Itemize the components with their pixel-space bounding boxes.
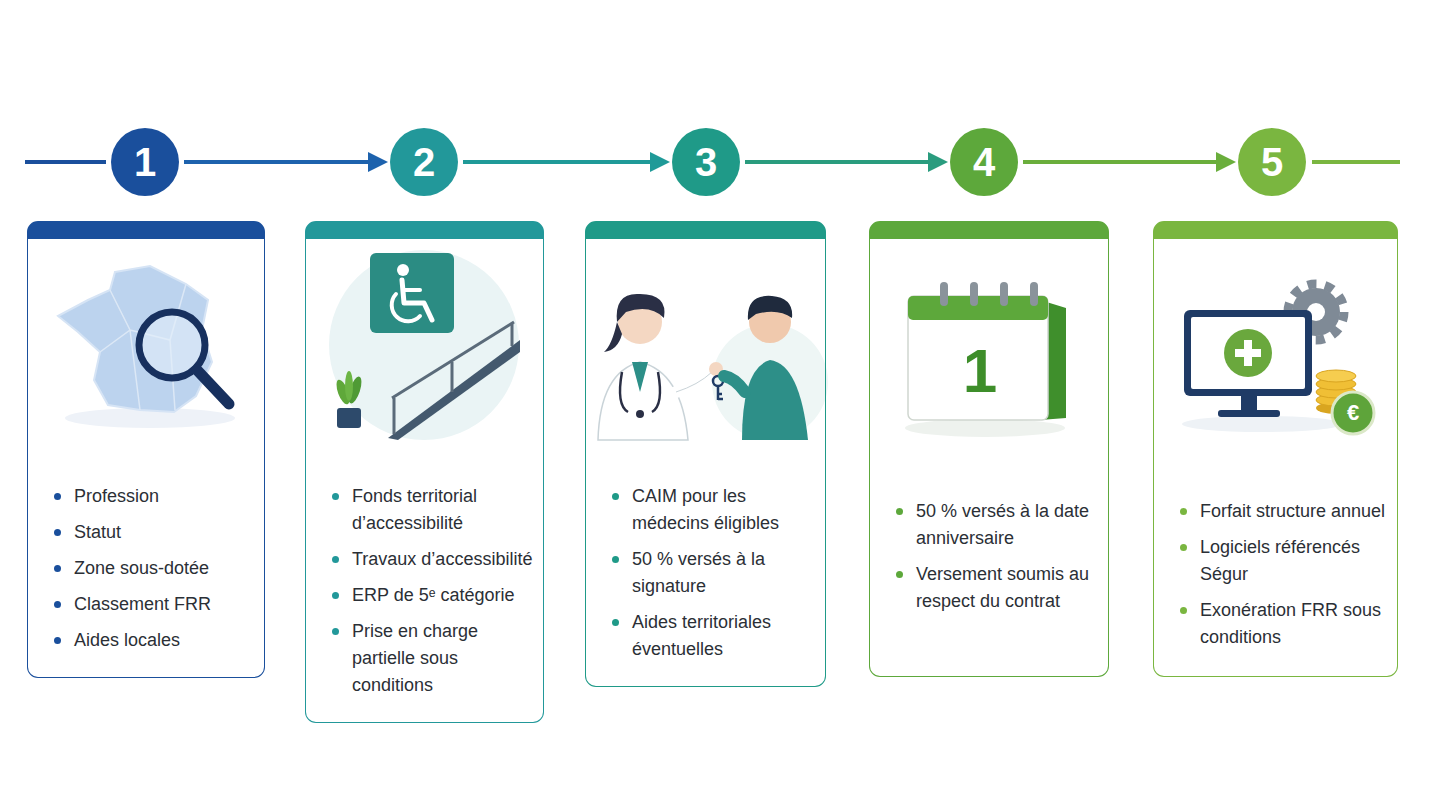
step-number: 4 <box>973 142 995 182</box>
calendar-illustration <box>905 282 1066 437</box>
euro-sign: € <box>1337 402 1369 424</box>
bullet-item: Aides territoriales éventuelles <box>632 609 815 663</box>
bullet-item: Zone sous-dotée <box>74 555 254 582</box>
calendar-day: 1 <box>948 340 1012 402</box>
step-circle: 4 <box>950 128 1018 196</box>
step-card: ProfessionStatutZone sous-dotéeClassemen… <box>27 221 265 678</box>
bullet-item: Aides locales <box>74 627 254 654</box>
step-circle: 2 <box>390 128 458 196</box>
bullet-item: 50 % versés à la date anniversaire <box>916 498 1098 552</box>
bullet-item: ERP de 5ᵉ catégorie <box>352 582 533 609</box>
bullet-item: Profession <box>74 483 254 510</box>
bullet-item: Prise en charge partielle sous condition… <box>352 618 533 699</box>
step-number: 1 <box>134 142 156 182</box>
bullet-item: CAIM pour les médecins éligibles <box>632 483 815 537</box>
bullet-item: Travaux d’accessibilité <box>352 546 533 573</box>
step-card: 50 % versés à la date anniversaireVersem… <box>869 221 1109 677</box>
bullet-item: Versement soumis au respect du contrat <box>916 561 1098 615</box>
bullet-item: Fonds territorial d’accessibilité <box>352 483 533 537</box>
timeline-arrow <box>745 160 944 164</box>
bullet-item: Logiciels référencés Ségur <box>1200 534 1387 588</box>
timeline-line <box>25 160 106 164</box>
step-number: 2 <box>413 142 435 182</box>
bullet-item: Classement FRR <box>74 591 254 618</box>
step-circle: 3 <box>672 128 740 196</box>
software-illustration <box>1182 284 1374 434</box>
step-number: 5 <box>1261 142 1283 182</box>
bullet-item: 50 % versés à la signature <box>632 546 815 600</box>
accessibility-illustration <box>329 250 520 440</box>
step-card: CAIM pour les médecins éligibles 50 % ver… <box>585 221 826 687</box>
timeline-arrow <box>184 160 384 164</box>
timeline-arrow <box>1023 160 1232 164</box>
map-illustration <box>58 266 235 428</box>
bullet-item: Exonération FRR sous conditions <box>1200 597 1387 651</box>
timeline-line <box>1312 160 1400 164</box>
step-circle: 1 <box>111 128 179 196</box>
step-circle: 5 <box>1238 128 1306 196</box>
step-card: Fonds territorial d’accessibilitéTravaux… <box>305 221 544 723</box>
step-number: 3 <box>695 142 717 182</box>
timeline-arrow <box>463 160 666 164</box>
bullet-item: Statut <box>74 519 254 546</box>
step-card: Forfait structure annuelLogiciels référe… <box>1153 221 1398 677</box>
bullet-item: Forfait structure annuel <box>1200 498 1387 525</box>
doctor-illustration <box>598 294 828 440</box>
